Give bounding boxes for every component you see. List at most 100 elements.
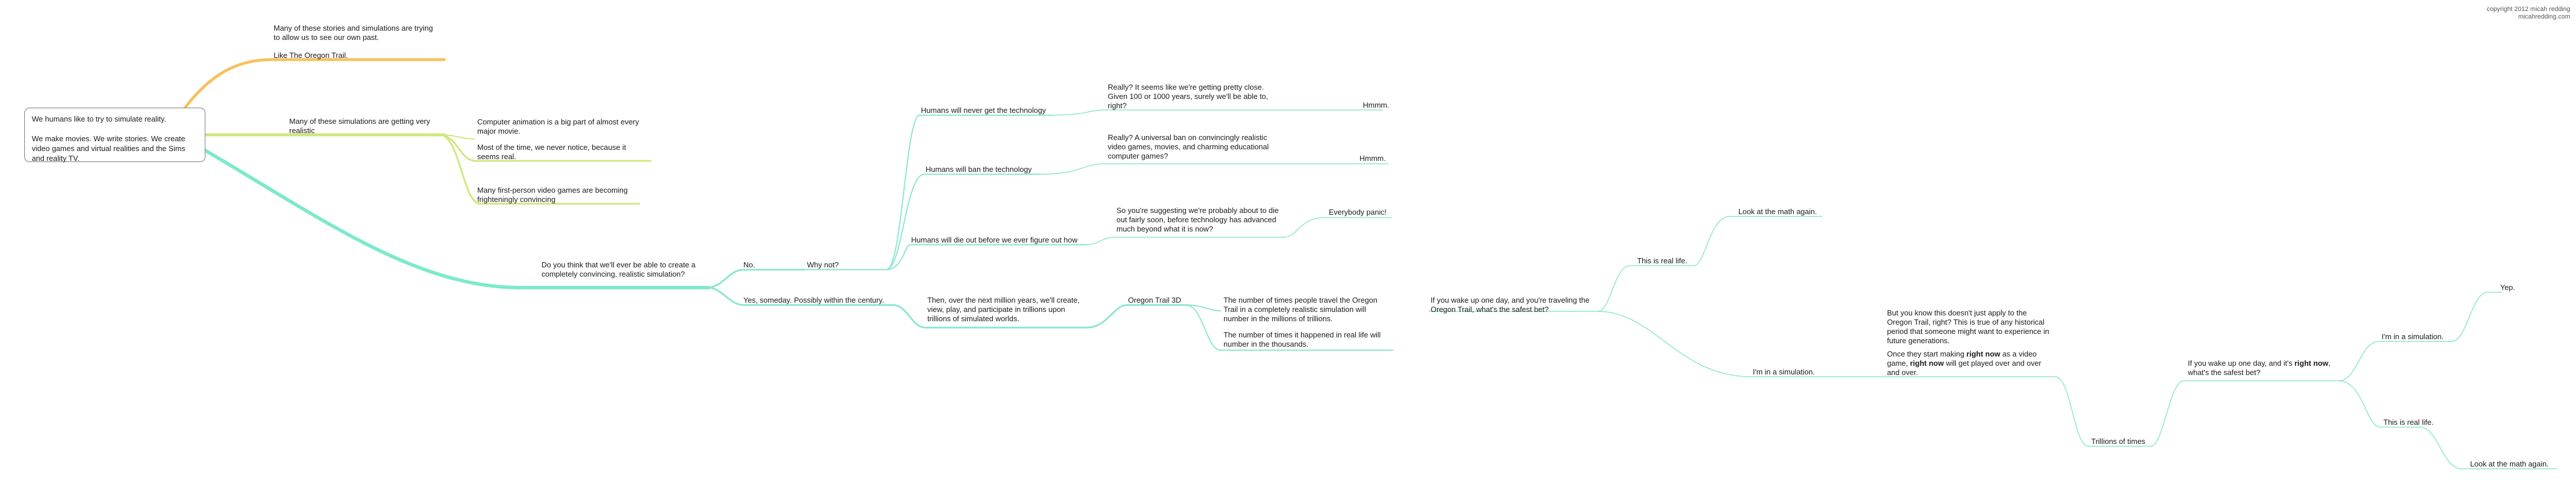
root-spacer xyxy=(32,124,198,134)
ban-hmmm-node[interactable]: Hmmm. xyxy=(1359,154,1386,163)
past-node-line-1[interactable]: Many of these stories and simulations ar… xyxy=(274,24,433,32)
wake-node-line-1[interactable]: If you wake up one day, and you're trave… xyxy=(1431,296,1590,304)
but-node-line-3[interactable]: period that someone might want to experi… xyxy=(1887,327,2050,336)
never-technology-node[interactable]: Humans will never get the technology xyxy=(921,106,1046,115)
edge-real-math xyxy=(1693,216,1823,266)
trillions-node[interactable]: Trillions of times xyxy=(2091,437,2146,446)
then-node-line-3[interactable]: trillions of simulated worlds. xyxy=(927,314,1019,323)
edge-why-never xyxy=(886,115,1053,270)
yep-node[interactable]: Yep. xyxy=(2500,283,2515,292)
real-life-node[interactable]: This is real life. xyxy=(1637,256,1687,265)
edge-real2-math2 xyxy=(2419,427,2557,469)
no-node[interactable]: No. xyxy=(743,260,756,269)
root-line-3: video games and virtual realities and th… xyxy=(32,144,186,153)
edge-trillions-wake2 xyxy=(2150,380,2341,447)
once-line2-emphasis-right-now: right now xyxy=(1910,359,1944,368)
root-line-1: We humans like to try to simulate realit… xyxy=(32,115,167,123)
first-person-node-line-2[interactable]: frighteningly convincing xyxy=(477,195,556,204)
actual-node-line-2[interactable]: number in the thousands. xyxy=(1223,340,1309,348)
edge-sim-trillions xyxy=(2055,376,2153,447)
once-line2-text-c: will get played over and over xyxy=(1944,359,2041,368)
edge-ban-reply xyxy=(1040,163,1389,175)
count-node-line-1[interactable]: The number of times people travel the Or… xyxy=(1223,296,1377,304)
root-line-2: We make movies. We write stories. We cre… xyxy=(32,134,186,143)
edge-sim2-yep xyxy=(2451,292,2503,342)
wake2-node-line-1[interactable]: If you wake up one day, and it's right n… xyxy=(2188,358,2330,368)
root-node[interactable]: We humans like to try to simulate realit… xyxy=(24,108,205,163)
realistic-node-line-2[interactable]: realistic xyxy=(289,126,315,135)
oregon-trail-node[interactable]: Like The Oregon Trail. xyxy=(274,51,348,60)
oregon-trail-3d-node[interactable]: Oregon Trail 3D xyxy=(1128,296,1181,304)
edge-oregon-actual xyxy=(1185,304,1394,351)
count-node-line-2[interactable]: Trail in a completely realistic simulati… xyxy=(1223,305,1366,314)
edge-wake-real xyxy=(1597,265,1696,312)
simulation2-node[interactable]: I'm in a simulation. xyxy=(2382,332,2444,341)
die-reply-line-3[interactable]: much beyond what it is now? xyxy=(1116,225,1213,233)
once-text-c: as a video xyxy=(2000,350,2037,358)
edge-question-yes xyxy=(706,286,895,306)
but-node-line-4[interactable]: future generations. xyxy=(1887,336,1950,345)
wake-node-line-2[interactable]: Oregon Trail, what's the safest bet? xyxy=(1431,305,1549,314)
simulation-node[interactable]: I'm in a simulation. xyxy=(1753,368,1815,376)
wake2-emphasis-right-now: right now xyxy=(2294,359,2328,368)
yes-someday-node[interactable]: Yes, someday. Possibly within the centur… xyxy=(743,296,885,304)
edge-die-panic xyxy=(1283,217,1392,238)
once-text-a: Once they start making xyxy=(1887,350,1967,358)
ban-reply-line-1[interactable]: Really? A universal ban on convincingly … xyxy=(1108,133,1267,142)
once-node-line-2[interactable]: game, right now will get played over and… xyxy=(1887,358,2041,368)
edge-wake2-real2 xyxy=(2338,380,2422,428)
edge-then-oregon xyxy=(1085,304,1188,329)
once-node-line-3[interactable]: and over. xyxy=(1887,368,1918,377)
never-hmmm-node[interactable]: Hmmm. xyxy=(1363,101,1390,109)
edge-why-ban xyxy=(886,174,1042,270)
math-again-node[interactable]: Look at the math again. xyxy=(1738,207,1817,216)
edge-root-past xyxy=(183,58,446,109)
edge-die-reply xyxy=(1085,237,1285,245)
wake2-text-a: If you wake up one day, and it's xyxy=(2188,359,2295,368)
edge-oregon-count xyxy=(1185,304,1221,311)
never-reply-line-3[interactable]: right? xyxy=(1108,101,1127,110)
real-life2-node[interactable]: This is real life. xyxy=(2383,418,2434,427)
edge-realistic-c3 xyxy=(438,134,640,205)
never-reply-line-2[interactable]: Given 100 or 1000 years, surely we'll be… xyxy=(1108,92,1269,101)
then-node-line-2[interactable]: view, play, and participate in trillions… xyxy=(927,305,1066,314)
count-node-line-3[interactable]: number in the millions of trillions. xyxy=(1223,314,1333,323)
copyright-line: copyright 2012 micah redding xyxy=(2486,6,2570,13)
first-person-node-line-1[interactable]: Many first-person video games are becomi… xyxy=(477,186,628,194)
but-node-line-2[interactable]: Oregon Trail, right? This is true of any… xyxy=(1887,318,2045,326)
die-out-node[interactable]: Humans will die out before we ever figur… xyxy=(911,236,1078,244)
ban-technology-node[interactable]: Humans will ban the technology xyxy=(926,165,1032,174)
wake2-node-line-2[interactable]: what's the safest bet? xyxy=(2188,368,2261,377)
copyright-credit: copyright 2012 micah redding micahreddin… xyxy=(2487,6,2570,21)
but-node-line-1[interactable]: But you know this doesn't just apply to … xyxy=(1887,308,2027,317)
then-node-line-1[interactable]: Then, over the next million years, we'll… xyxy=(927,296,1080,304)
question-node-line-1[interactable]: Do you think that we'll ever be able to … xyxy=(541,260,696,269)
ban-reply-line-2[interactable]: video games, movies, and charming educat… xyxy=(1108,142,1269,151)
question-node-line-2[interactable]: completely convincing, realistic simulat… xyxy=(541,270,685,278)
edge-wake2-sim2 xyxy=(2338,341,2453,381)
past-node-line-2[interactable]: to allow us to see our own past. xyxy=(274,33,379,42)
never-notice-node-line-1[interactable]: Most of the time, we never notice, becau… xyxy=(477,143,627,152)
once-node-line-1[interactable]: Once they start making right now as a vi… xyxy=(1887,349,2037,359)
edge-root-question xyxy=(204,149,710,289)
die-reply-line-1[interactable]: So you're suggesting we're probably abou… xyxy=(1116,206,1279,215)
ban-reply-line-3[interactable]: computer games? xyxy=(1108,152,1169,160)
actual-node-line-1[interactable]: The number of times it happened in real … xyxy=(1223,330,1381,339)
edge-question-no xyxy=(706,269,805,289)
edge-yes-then xyxy=(891,304,1089,329)
realistic-node-line-1[interactable]: Many of these simulations are getting ve… xyxy=(289,117,430,126)
math-again2-node[interactable]: Look at the math again. xyxy=(2470,460,2549,468)
animation-node-line-1[interactable]: Computer animation is a big part of almo… xyxy=(477,117,639,126)
edge-never-reply xyxy=(1051,109,1383,116)
never-notice-node-line-2[interactable]: seems real. xyxy=(477,152,517,161)
animation-node-line-2[interactable]: major movie. xyxy=(477,127,521,135)
wake2-text-c: , xyxy=(2328,359,2331,368)
everybody-panic-node[interactable]: Everybody panic! xyxy=(1329,208,1387,216)
why-not-node[interactable]: Why not? xyxy=(807,260,839,269)
once-line2-text-a: game, xyxy=(1887,359,1910,368)
root-line-4: and reality TV. xyxy=(32,154,80,163)
edge-wake-sim xyxy=(1597,311,2057,377)
never-reply-line-1[interactable]: Really? It seems like we're getting pret… xyxy=(1108,83,1264,91)
die-reply-line-2[interactable]: out fairly soon, before technology has a… xyxy=(1116,215,1277,224)
